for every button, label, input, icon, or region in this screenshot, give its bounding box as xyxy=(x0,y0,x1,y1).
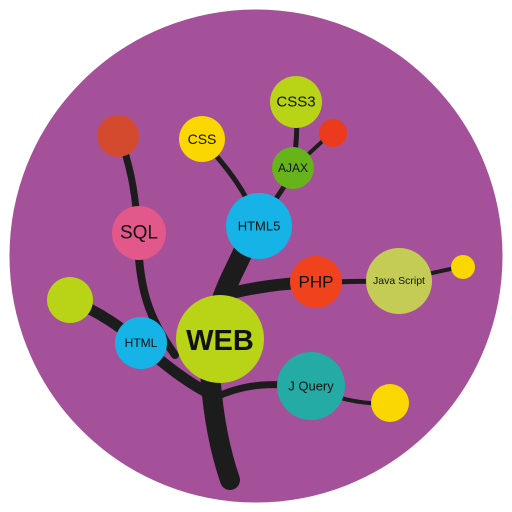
leaf-left xyxy=(47,277,93,323)
node-html-label: HTML xyxy=(125,336,158,350)
leaf-right-small xyxy=(451,255,475,279)
node-ajax-label: AJAX xyxy=(278,161,308,175)
node-sql xyxy=(112,206,166,260)
node-html5 xyxy=(226,193,292,259)
node-sql-label: SQL xyxy=(120,223,158,244)
node-html5-label: HTML5 xyxy=(238,219,281,234)
node-php xyxy=(290,256,342,308)
node-ajax xyxy=(272,147,314,189)
node-css3 xyxy=(270,76,322,128)
node-css-label: CSS xyxy=(188,131,217,147)
leaf-top-left xyxy=(97,115,139,157)
node-html xyxy=(115,317,167,369)
node-css3-label: CSS3 xyxy=(276,94,315,111)
node-web-label: WEB xyxy=(186,325,254,357)
leaf-bottom-right xyxy=(371,384,409,422)
node-jquery-label: J Query xyxy=(288,379,334,394)
node-javascript xyxy=(366,248,432,314)
leaf-small-red xyxy=(319,119,347,147)
node-web xyxy=(176,295,264,383)
node-javascript-label: Java Script xyxy=(373,275,425,287)
node-jquery xyxy=(277,352,345,420)
node-css xyxy=(179,116,225,162)
node-php-label: PHP xyxy=(299,273,334,292)
